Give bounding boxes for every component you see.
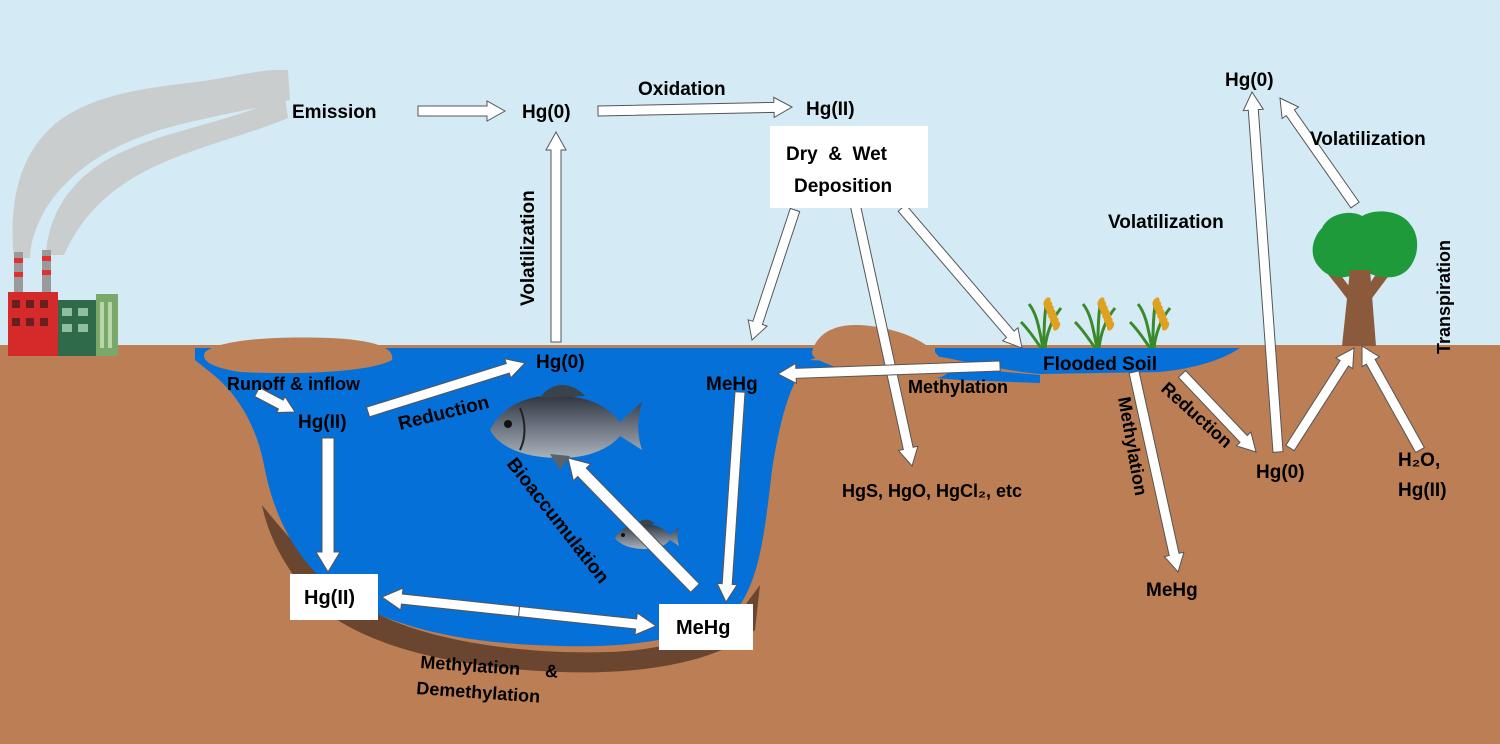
soil-species-label: HgS, HgO, HgCl₂, etc [842,481,1022,501]
settling-arrow [315,437,341,573]
oxidation-arrow [597,96,794,119]
root-uptake-water-arrow [1361,345,1426,454]
sediment-layer [262,505,760,673]
rice-plant-icon [1019,297,1172,349]
reduction-water-arrow [365,358,526,418]
emission-arrow [417,100,507,122]
fish-icon [490,384,642,470]
deposition-flood-arrow [897,203,1023,349]
deposition-lake-arrow [747,207,801,341]
hg0-water-label: Hg(0) [536,352,585,373]
flooded-soil-water [935,348,1240,374]
methylation-soil-arrow [1128,370,1185,574]
methylation-flood-label: Methylation [908,377,1008,397]
deposition-box [770,126,928,208]
volatilization-water-label: Volatilization [518,190,539,306]
soil-mound-left [204,337,393,374]
tree-icon [1312,211,1418,346]
sediment-hg2-label: Hg(II) [304,587,355,609]
mehg-water-label: MeHg [706,374,758,395]
root-uptake-arrow [1285,347,1355,452]
volatilization-water-arrow [545,130,567,343]
volatilization-tree-arrow [1279,97,1360,209]
hg0-top-right-label: Hg(0) [1225,70,1274,91]
rice-plant-icon [1073,297,1117,349]
volatilization-soil-arrow [1242,90,1284,453]
deposition-label-line1: Dry & Wet [786,144,888,165]
h2o-label-line2: Hg(II) [1398,480,1447,501]
methylation-demethylation-arrow-forward [517,605,658,636]
process-arrows [254,90,1426,636]
deposition-label-line2: Deposition [794,176,892,197]
methylation-flood-arrow [776,360,1001,385]
emission-label: Emission [292,102,376,123]
sediment-mehg-box [659,604,753,650]
bioaccumulation-arrow [567,457,701,593]
hg0-soil-label: Hg(0) [1256,462,1305,483]
mehg-soil-label: MeHg [1146,580,1198,601]
mehg-settling-arrow [716,391,746,604]
hg2-water-label: Hg(II) [298,412,347,433]
runoff-label: Runoff & inflow [227,374,361,394]
sky-background [0,0,1500,350]
sediment-mehg-label: MeHg [676,617,730,639]
oxidation-label: Oxidation [638,79,726,100]
hg0-atmosphere-label: Hg(0) [522,102,571,123]
reduction-soil-arrow [1177,369,1257,453]
volatilization-tree-label: Volatilization [1310,129,1426,150]
volatilization-soil-label: Volatilization [1108,212,1224,233]
factory-icon [8,250,118,356]
methylation-demethylation-arrow-backward [380,587,521,618]
flooded-soil-label: Flooded Soil [1043,354,1157,375]
transpiration-label: Transpiration [1434,240,1454,354]
rice-plant-icon [1019,297,1063,349]
runoff-arrow [254,386,296,414]
rice-plant-icon [1128,297,1172,349]
h2o-label-line1: H₂O, [1398,450,1440,471]
hg2-atmosphere-label: Hg(II) [806,99,855,120]
smoke-plume-icon [12,69,291,258]
sediment-hg2-box [290,574,378,620]
deposition-soil-arrow [846,188,919,468]
